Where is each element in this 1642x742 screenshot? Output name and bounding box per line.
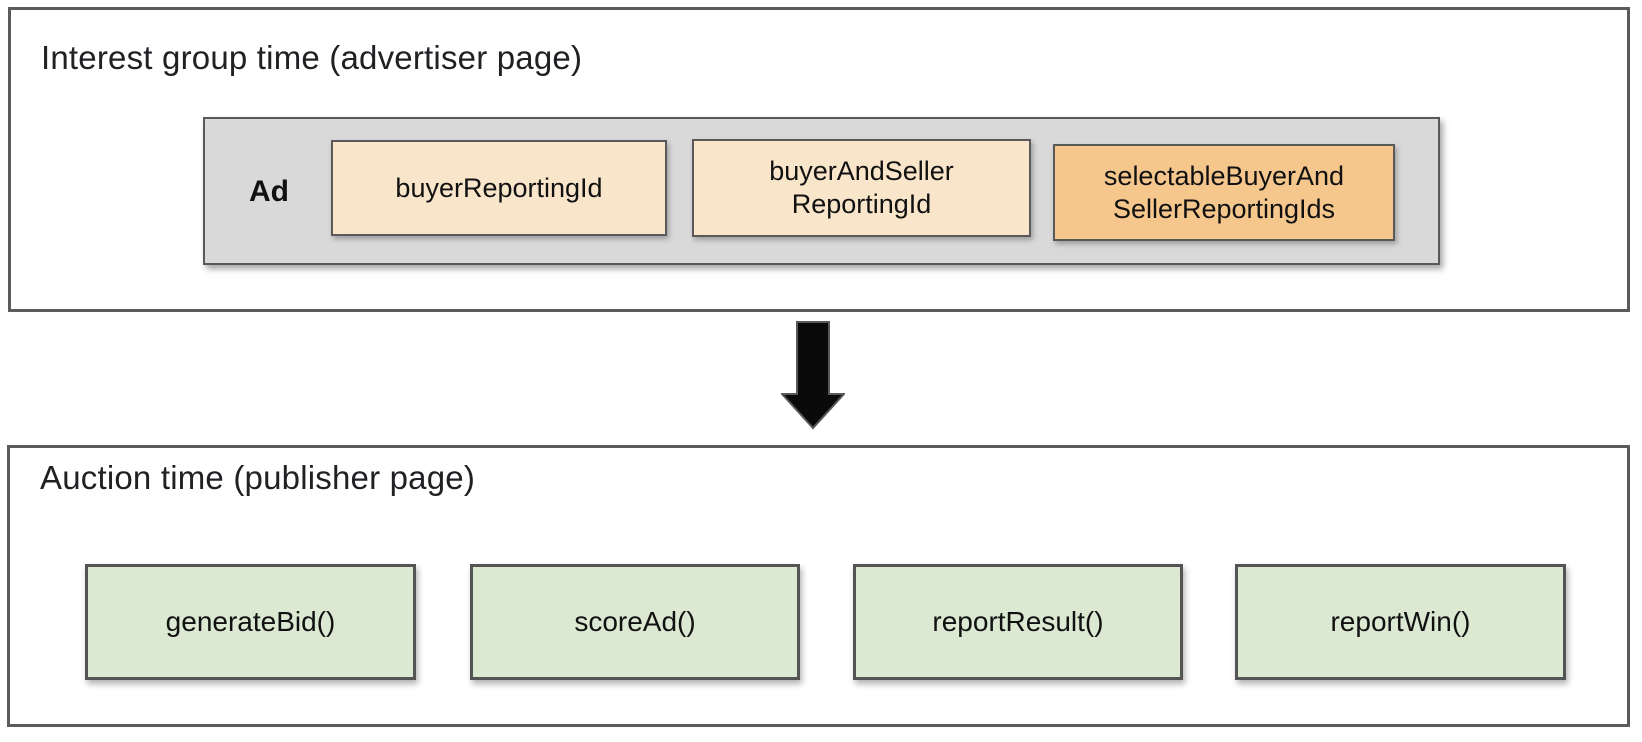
selectable-buyer-and-seller-reporting-ids-box: selectableBuyerAnd SellerReportingIds <box>1053 144 1395 241</box>
score-ad-box: scoreAd() <box>470 564 800 680</box>
buyer-reporting-id-box: buyerReportingId <box>331 140 667 236</box>
buyer-and-seller-reporting-id-box: buyerAndSeller ReportingId <box>692 139 1031 237</box>
down-arrow-icon <box>781 321 845 430</box>
auction-panel-title: Auction time (publisher page) <box>40 459 476 496</box>
auction-panel: Auction time (publisher page) generateBi… <box>7 445 1630 727</box>
ad-container: Ad buyerReportingId buyerAndSeller Repor… <box>203 117 1440 265</box>
report-win-box: reportWin() <box>1235 564 1566 680</box>
interest-group-panel: Interest group time (advertiser page) Ad… <box>8 7 1630 312</box>
ad-label: Ad <box>249 175 289 208</box>
report-result-box: reportResult() <box>853 564 1183 680</box>
interest-group-panel-title: Interest group time (advertiser page) <box>41 39 583 76</box>
generate-bid-box: generateBid() <box>85 564 416 680</box>
